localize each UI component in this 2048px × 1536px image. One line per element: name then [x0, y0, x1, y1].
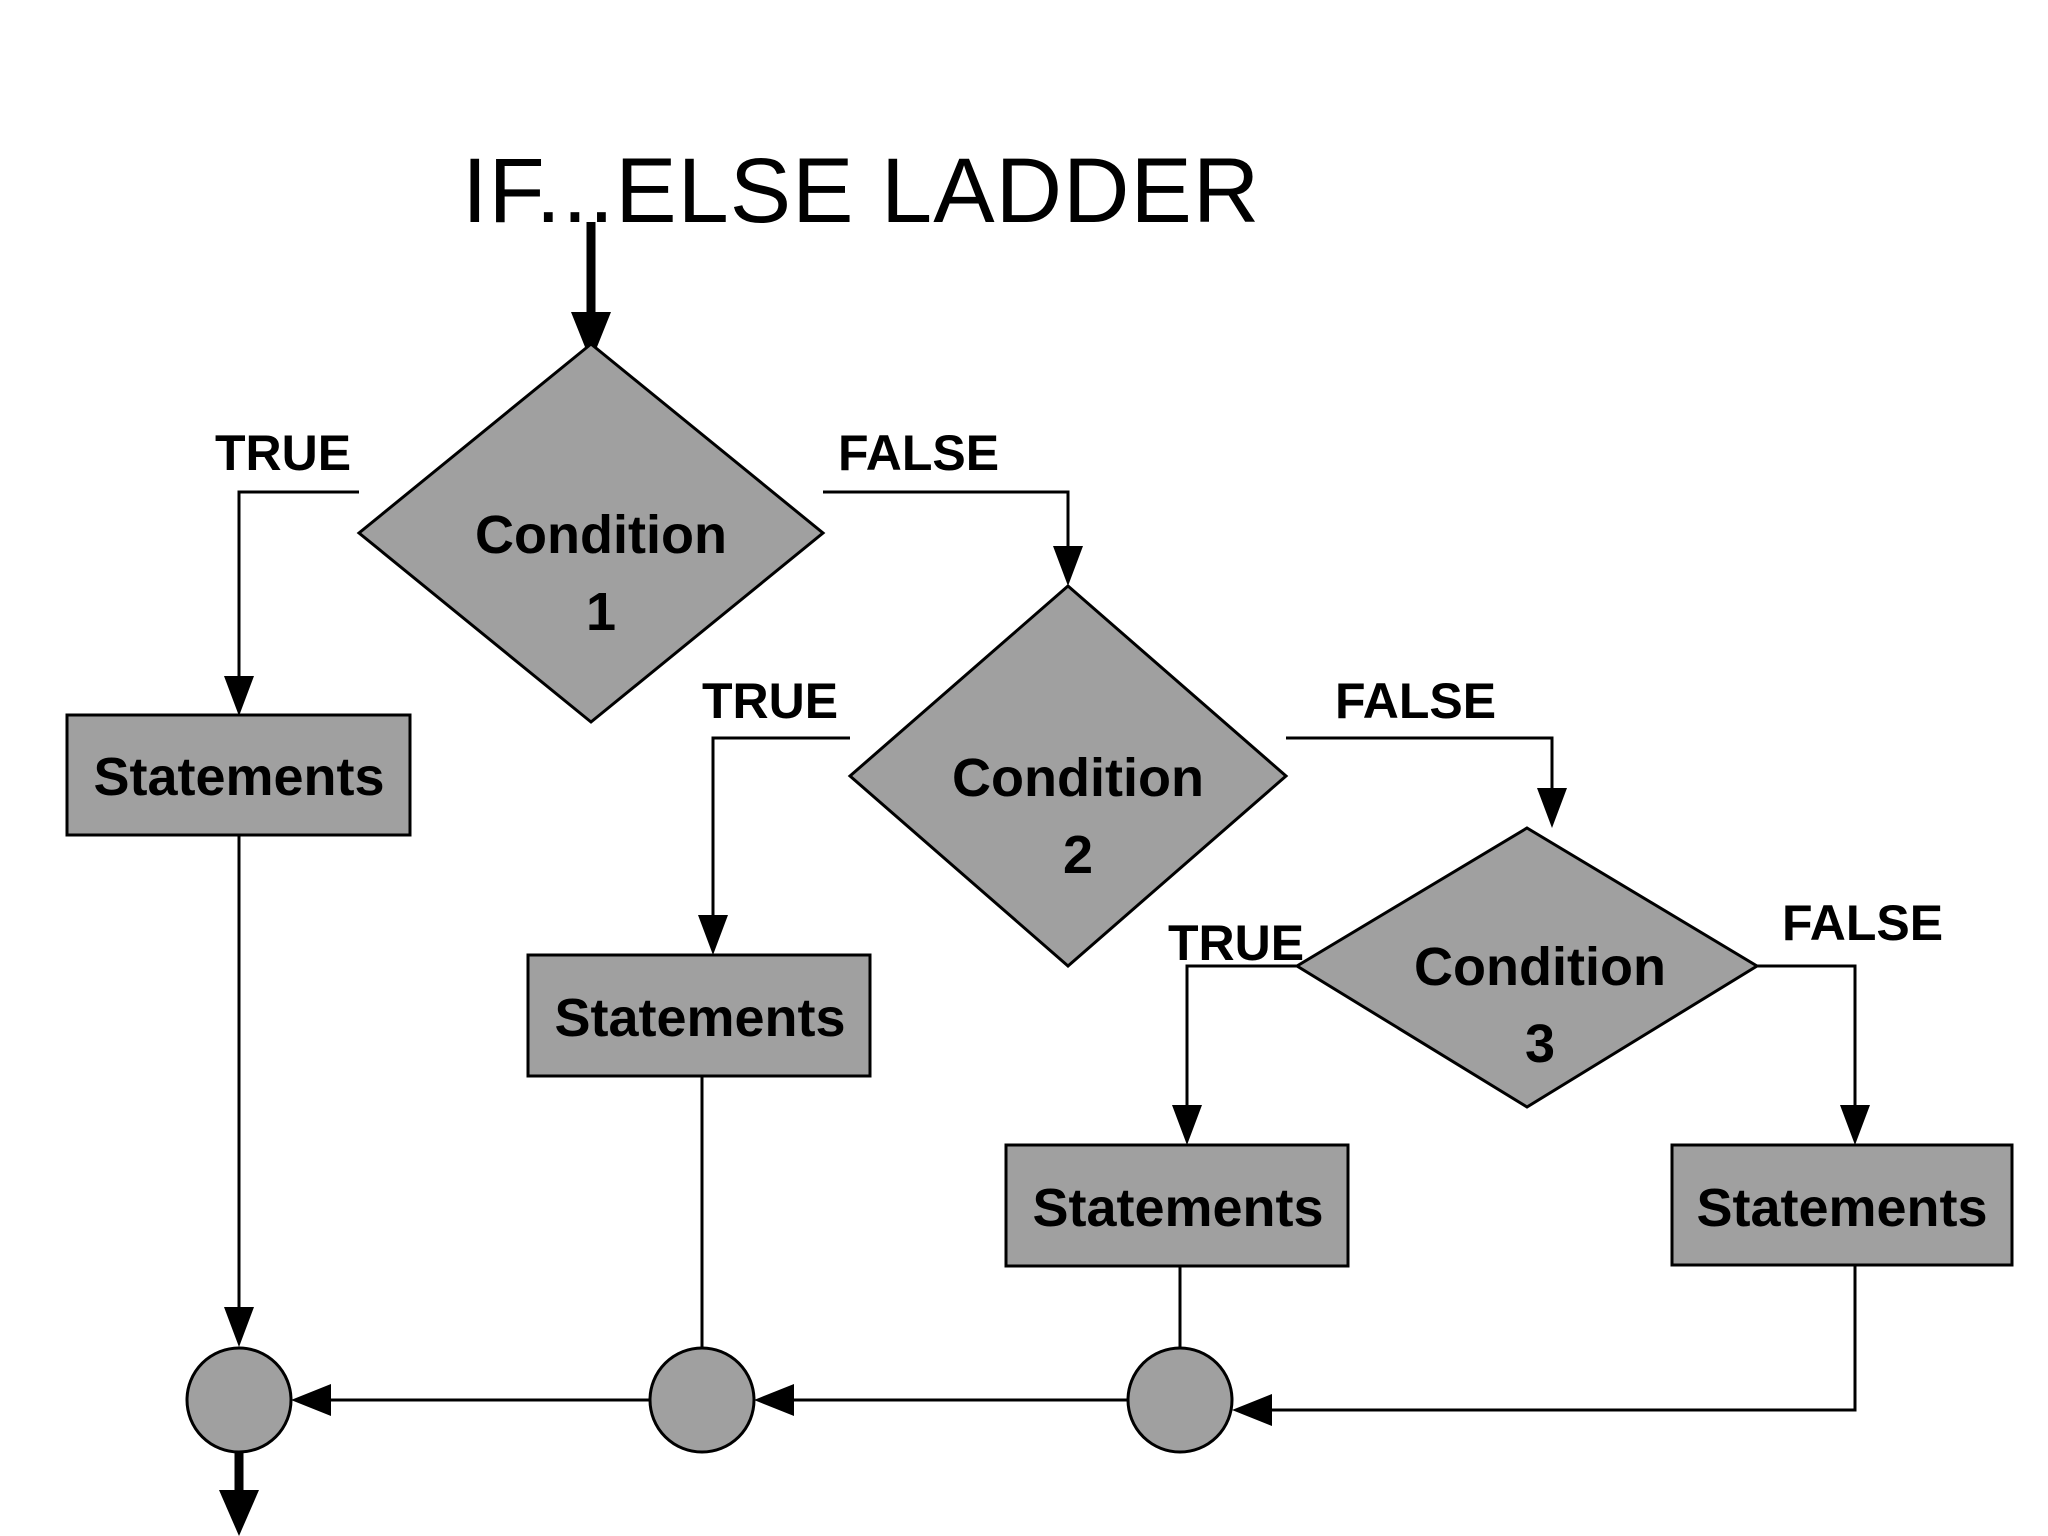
- edge-c1-false: [823, 490, 1083, 586]
- condition-1-label-line1: Condition: [475, 505, 727, 565]
- process-statements-2[interactable]: Statements: [526, 953, 872, 1078]
- edge-c2-false: [1286, 736, 1567, 828]
- condition-3-label-line2: 3: [1525, 1014, 1555, 1074]
- condition-3-true-label: TRUE: [1168, 915, 1304, 971]
- condition-3-false-label: FALSE: [1782, 895, 1943, 951]
- statements-3-label: Statements: [1032, 1178, 1323, 1238]
- condition-2-false-label: FALSE: [1335, 673, 1496, 729]
- edge-c3-false: [1757, 964, 1870, 1145]
- edge-c3-true: [1172, 964, 1297, 1145]
- connector-merge-3[interactable]: [1126, 1346, 1234, 1454]
- condition-3-label-line1: Condition: [1414, 937, 1666, 997]
- exit-arrow: [219, 1452, 259, 1536]
- statements-2-label: Statements: [554, 988, 845, 1048]
- process-statements-4[interactable]: Statements: [1670, 1143, 2014, 1267]
- condition-1-false-label: FALSE: [838, 425, 999, 481]
- connector-merge-2[interactable]: [648, 1346, 756, 1454]
- process-statements-1[interactable]: Statements: [65, 713, 412, 837]
- edge-merge3-to-merge2: [754, 1384, 1128, 1416]
- statements-4-label: Statements: [1696, 1178, 1987, 1238]
- condition-2-label-line1: Condition: [952, 748, 1204, 808]
- condition-2-label-line2: 2: [1063, 825, 1093, 885]
- edge-merge2-to-merge1: [291, 1384, 650, 1416]
- statements-1-label: Statements: [93, 747, 384, 807]
- condition-1-true-label: TRUE: [215, 425, 351, 481]
- condition-1-label-line2: 1: [586, 582, 616, 642]
- condition-2-true-label: TRUE: [702, 673, 838, 729]
- edge-c1-true: [224, 490, 359, 716]
- decision-condition-3[interactable]: Condition 3: [1294, 826, 1760, 1109]
- edge-c2-true: [698, 736, 850, 955]
- connector-merge-1[interactable]: [185, 1346, 293, 1454]
- decision-condition-1[interactable]: Condition 1: [356, 342, 826, 724]
- entry-arrow: [571, 222, 611, 362]
- process-statements-3[interactable]: Statements: [1004, 1143, 1350, 1268]
- edge-statements1-to-merge1: [224, 835, 254, 1347]
- page-title: IF...ELSE LADDER: [462, 140, 1260, 242]
- edge-statements4-to-merge3: [1232, 1265, 1857, 1426]
- decision-condition-2[interactable]: Condition 2: [847, 584, 1289, 968]
